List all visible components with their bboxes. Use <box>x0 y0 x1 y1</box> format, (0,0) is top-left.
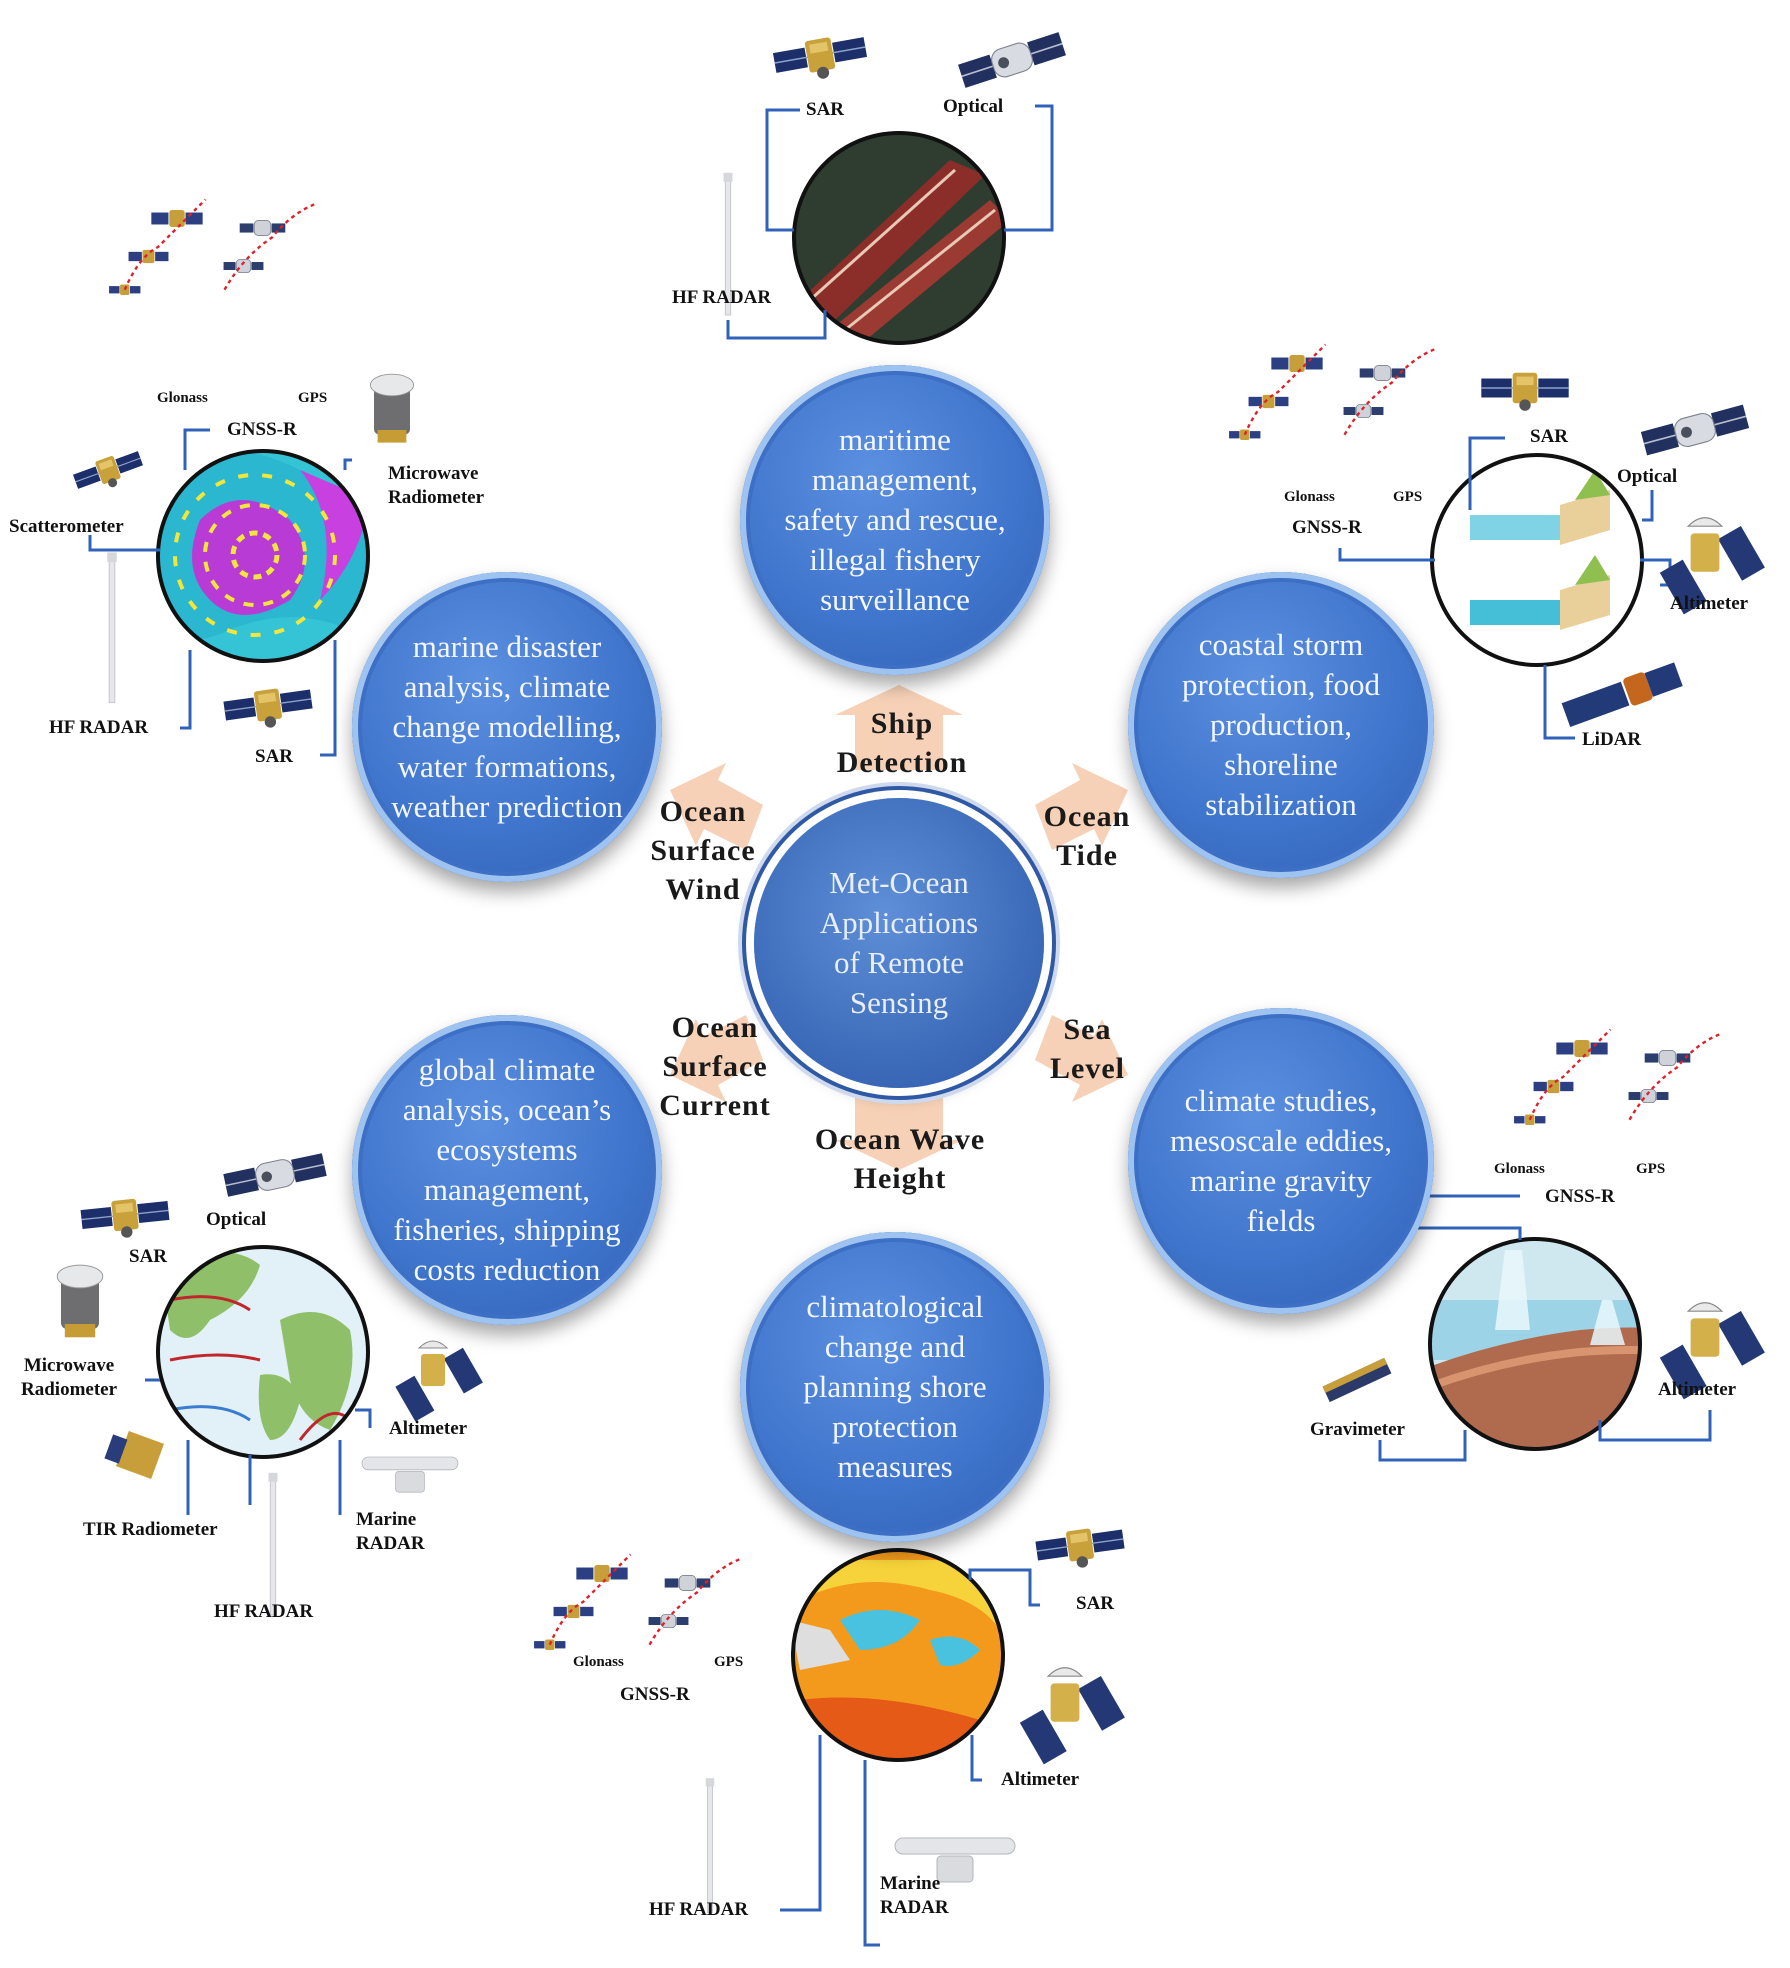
current-tir-satellite <box>104 1431 164 1479</box>
label-wave-altimeter: Altimeter <box>1001 1769 1080 1790</box>
label-current-microwave: Microwave Radiometer <box>21 1355 118 1400</box>
label-wave-sar: SAR <box>1076 1593 1115 1614</box>
bubble-ship-applications: maritime management, safety and rescue, … <box>740 365 1050 675</box>
label-current-hf-radar: HF RADAR <box>214 1601 314 1622</box>
bubble-tide-text: coastal storm protection, food productio… <box>1181 627 1380 822</box>
label-ship-sar: SAR <box>806 99 845 120</box>
label-wind-sar: SAR <box>255 746 294 767</box>
wind-hf-radar-mast <box>106 551 118 703</box>
topic-ocean-surface-wind: Ocean Surface Wind <box>650 795 756 906</box>
sealevel-gravimeter-satellite <box>1322 1357 1392 1403</box>
label-wind-hf-radar: HF RADAR <box>49 717 149 738</box>
wind-sar-satellite <box>221 683 316 735</box>
ship-connectors <box>726 104 1054 340</box>
label-sealevel-gnss-r: GNSS-R <box>1545 1186 1615 1207</box>
label-wind-microwave: Microwave Radiometer <box>388 463 485 508</box>
center-title: Met-Ocean Applications of Remote Sensing <box>819 865 979 1020</box>
sealevel-gnss-satellites <box>1514 1030 1720 1125</box>
label-wave-gnss-r: GNSS-R <box>620 1684 690 1705</box>
bubble-wave-text: climatological change and planning shore… <box>803 1289 987 1484</box>
direction-arrows <box>670 685 1128 1170</box>
bubble-wind-applications: marine disaster analysis, climate change… <box>352 572 662 882</box>
wind-connectors <box>88 428 352 757</box>
label-sealevel-glonass: Glonass <box>1494 1161 1545 1177</box>
wind-gnss-satellites <box>109 200 315 295</box>
ship-sar-satellite <box>771 30 871 88</box>
label-wind-scatterometer: Scatterometer <box>9 516 124 537</box>
bubble-tide-applications: coastal storm protection, food productio… <box>1128 572 1434 878</box>
label-tide-glonass: Glonass <box>1284 489 1335 505</box>
topic-ship-detection: Ship Detection <box>836 707 968 779</box>
label-ship-hf-radar: HF RADAR <box>672 287 772 308</box>
wave-image-circle <box>791 1548 1005 1762</box>
label-sealevel-gravimeter: Gravimeter <box>1310 1419 1405 1440</box>
label-tide-gps: GPS <box>1393 489 1423 505</box>
tide-image-circle <box>1430 453 1644 667</box>
label-tide-optical: Optical <box>1617 466 1678 487</box>
label-current-marine-radar: Marine RADAR <box>356 1509 425 1554</box>
topic-ocean-wave-height: Ocean Wave Height <box>814 1123 986 1195</box>
current-altimeter-satellite <box>394 1340 484 1422</box>
label-current-altimeter: Altimeter <box>389 1418 468 1439</box>
wave-altimeter-satellite <box>1019 1667 1126 1765</box>
current-optical-satellite <box>222 1150 328 1200</box>
wind-image-circle <box>156 449 370 663</box>
wave-sar-satellite <box>1033 1523 1128 1575</box>
center-node: Met-Ocean Applications of Remote Sensing <box>754 798 1044 1088</box>
topic-ocean-tide: Ocean Tide <box>1043 800 1131 872</box>
bubble-current-text: global climate analysis, ocean’s ecosyst… <box>393 1052 621 1287</box>
current-connectors <box>145 1378 372 1515</box>
label-wave-glonass: Glonass <box>573 1654 624 1670</box>
label-wind-gnss-r: GNSS-R <box>227 419 297 440</box>
label-tide-altimeter: Altimeter <box>1670 593 1749 614</box>
current-marine-radar <box>361 1456 459 1493</box>
topic-sea-level: Sea Level <box>1050 1013 1125 1085</box>
bubble-sealevel-applications: climate studies, mesoscale eddies, marin… <box>1128 1008 1434 1314</box>
label-sealevel-gps: GPS <box>1636 1161 1666 1177</box>
sealevel-image-circle <box>1428 1237 1642 1451</box>
label-ship-optical: Optical <box>943 96 1004 117</box>
bubble-wind-text: marine disaster analysis, climate change… <box>391 629 623 824</box>
wave-gnss-satellites <box>534 1555 740 1650</box>
label-wave-hf-radar: HF RADAR <box>649 1899 749 1920</box>
current-hf-radar-mast <box>268 1472 278 1616</box>
label-tide-lidar: LiDAR <box>1582 729 1642 750</box>
tide-sar-satellite <box>1480 372 1570 412</box>
tide-lidar-satellite <box>1561 662 1683 727</box>
label-wave-gps: GPS <box>714 1654 744 1670</box>
label-wind-gps: GPS <box>298 390 328 406</box>
label-current-sar: SAR <box>129 1246 168 1267</box>
ship-optical-satellite <box>956 29 1068 91</box>
current-image-circle <box>156 1245 370 1459</box>
label-tide-gnss-r: GNSS-R <box>1292 517 1362 538</box>
label-current-optical: Optical <box>206 1209 267 1230</box>
label-sealevel-altimeter: Altimeter <box>1658 1379 1737 1400</box>
bubble-wave-applications: climatological change and planning shore… <box>740 1232 1050 1542</box>
wave-connectors <box>780 1568 1040 1947</box>
ship-image-circle <box>792 131 1006 345</box>
label-tide-sar: SAR <box>1530 426 1569 447</box>
tide-optical-satellite <box>1639 401 1751 459</box>
label-wind-glonass: Glonass <box>157 390 208 406</box>
tide-connectors <box>1338 436 1672 740</box>
sealevel-connectors <box>1378 1194 1712 1462</box>
bubble-current-applications: global climate analysis, ocean’s ecosyst… <box>352 1015 662 1325</box>
wave-hf-radar-mast <box>705 1777 715 1913</box>
label-current-tir: TIR Radiometer <box>83 1519 218 1540</box>
wind-microwave-radiometer <box>369 373 415 443</box>
tide-gnss-satellites <box>1229 345 1435 440</box>
current-microwave-radiometer <box>56 1264 104 1338</box>
bubble-ship-text: maritime management, safety and rescue, … <box>784 422 1006 617</box>
topic-ocean-surface-current: Ocean Surface Current <box>659 1011 771 1122</box>
current-sar-satellite <box>79 1194 172 1243</box>
bubble-sealevel-text: climate studies, mesoscale eddies, marin… <box>1169 1083 1393 1238</box>
label-wave-marine-radar: Marine RADAR <box>880 1873 949 1918</box>
wind-scatterometer-satellite <box>70 446 148 500</box>
